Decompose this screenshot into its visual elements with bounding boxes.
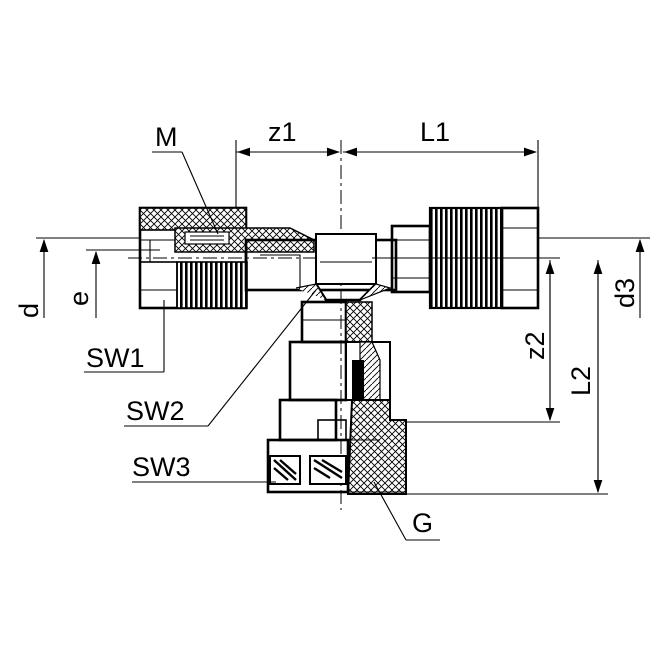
- leader-lines: [84, 151, 440, 541]
- dimension-d: [36, 237, 140, 318]
- centerlines: [128, 140, 560, 510]
- vertical-branch: [278, 300, 407, 495]
- label-e: e: [64, 291, 94, 306]
- label-d3: d3: [610, 278, 640, 308]
- label-z1: z1: [268, 117, 297, 147]
- label-M: M: [155, 122, 178, 152]
- dimension-z2: [372, 257, 560, 423]
- dimension-z1: [235, 140, 341, 208]
- labels: M z1 L1 SW1 SW2 SW3 G d e d3 z2 L2: [14, 117, 640, 538]
- dimension-L1: [343, 140, 539, 208]
- label-G: G: [412, 508, 433, 538]
- dimension-L2: [406, 260, 608, 495]
- label-SW2: SW2: [126, 396, 185, 426]
- dimension-e: [86, 249, 160, 318]
- label-d: d: [14, 303, 44, 318]
- tee-body: [244, 233, 398, 302]
- bottom-nut: [266, 438, 406, 494]
- ring-section: [174, 227, 315, 253]
- label-SW1: SW1: [86, 343, 145, 373]
- label-z2: z2: [520, 331, 550, 360]
- label-SW3: SW3: [132, 452, 191, 482]
- label-L1: L1: [420, 117, 450, 147]
- dimension-d3: [538, 237, 650, 318]
- label-L2: L2: [566, 366, 596, 396]
